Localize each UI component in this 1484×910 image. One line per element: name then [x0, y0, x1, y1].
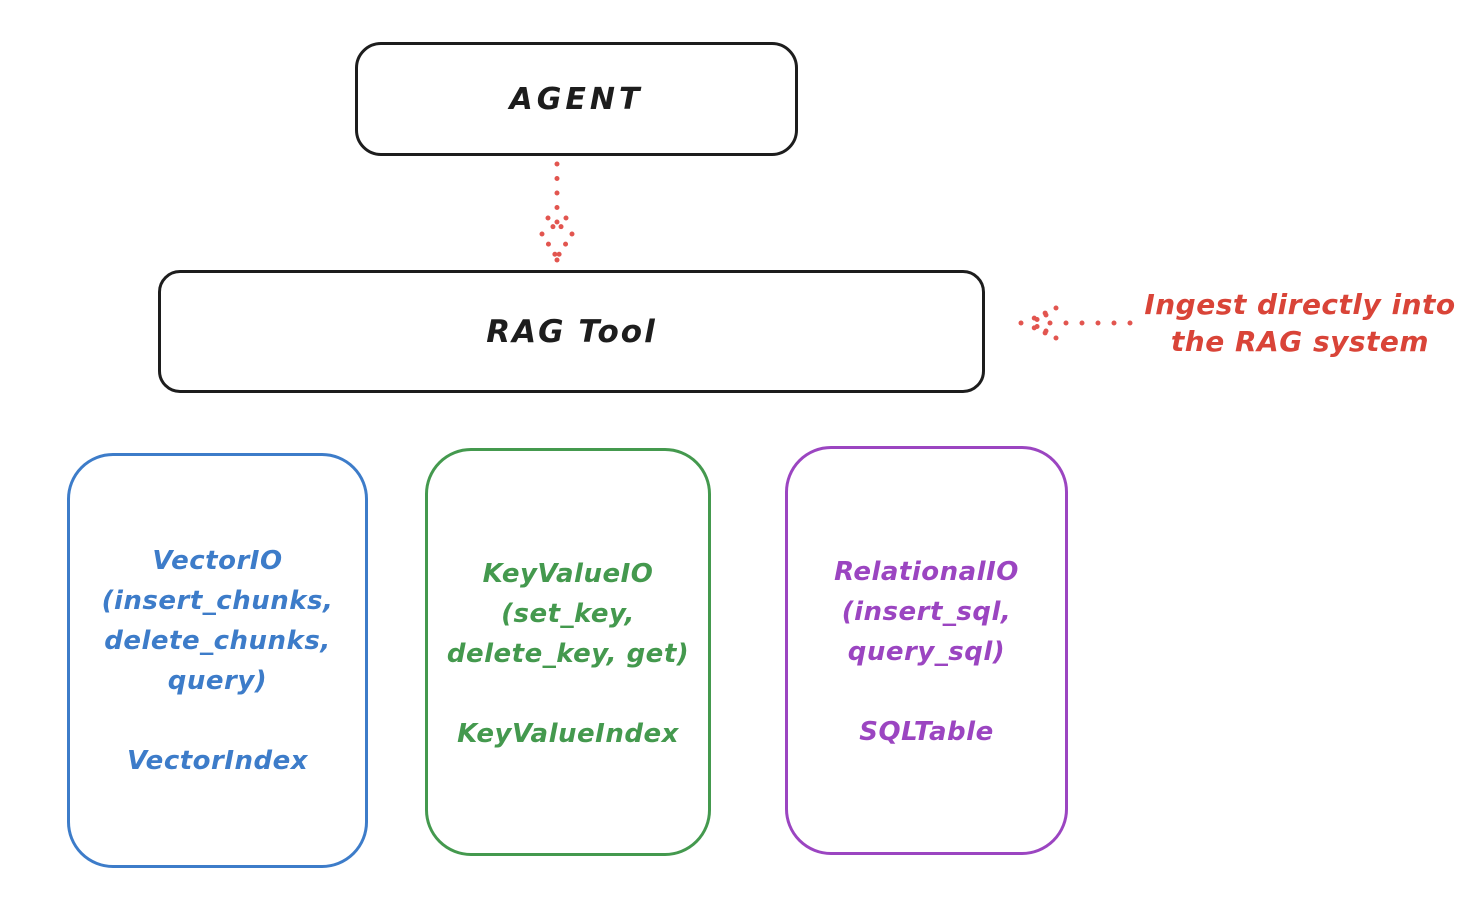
ingest-annotation: Ingest directly into the RAG system	[1130, 286, 1470, 360]
vector-io-methods-3: query)	[167, 666, 268, 696]
rag-tool-node-label: RAG Tool	[486, 313, 657, 350]
keyvalue-io-index-label: KeyValueIndex	[457, 719, 679, 749]
rag-tool-node: RAG Tool	[158, 270, 985, 393]
spacer	[788, 672, 1065, 712]
relational-io-methods-2: query_sql)	[847, 637, 1006, 667]
vector-io-title: VectorIO	[152, 546, 283, 576]
keyvalue-io-title: KeyValueIO	[482, 559, 654, 589]
relational-io-title: RelationalIO	[834, 557, 1019, 587]
vector-io-index-label: VectorIndex	[126, 746, 309, 776]
relational-io-methods-1: (insert_sql,	[841, 597, 1012, 627]
agent-node-label: AGENT	[509, 81, 644, 117]
vector-io-methods-1: (insert_chunks,	[101, 586, 334, 616]
spacer	[70, 701, 365, 741]
keyvalue-io-methods-1: (set_key,	[501, 599, 635, 629]
keyvalue-io-methods-2: delete_key, get)	[446, 639, 690, 669]
store-card-vector-io: VectorIO (insert_chunks, delete_chunks, …	[67, 453, 368, 868]
store-card-relational-io: RelationalIO (insert_sql, query_sql) SQL…	[785, 446, 1068, 855]
agent-node: AGENT	[355, 42, 798, 156]
store-card-keyvalue-io: KeyValueIO (set_key, delete_key, get) Ke…	[425, 448, 711, 856]
ingest-annotation-line2: the RAG system	[1170, 325, 1430, 358]
ingest-annotation-line1: Ingest directly into	[1144, 288, 1456, 321]
agent-to-rag-arrow	[539, 161, 575, 263]
relational-io-index-label: SQLTable	[859, 717, 994, 747]
ingest-annotation-arrow	[1018, 305, 1133, 341]
vector-io-methods-2: delete_chunks,	[104, 626, 331, 656]
spacer	[428, 674, 708, 714]
